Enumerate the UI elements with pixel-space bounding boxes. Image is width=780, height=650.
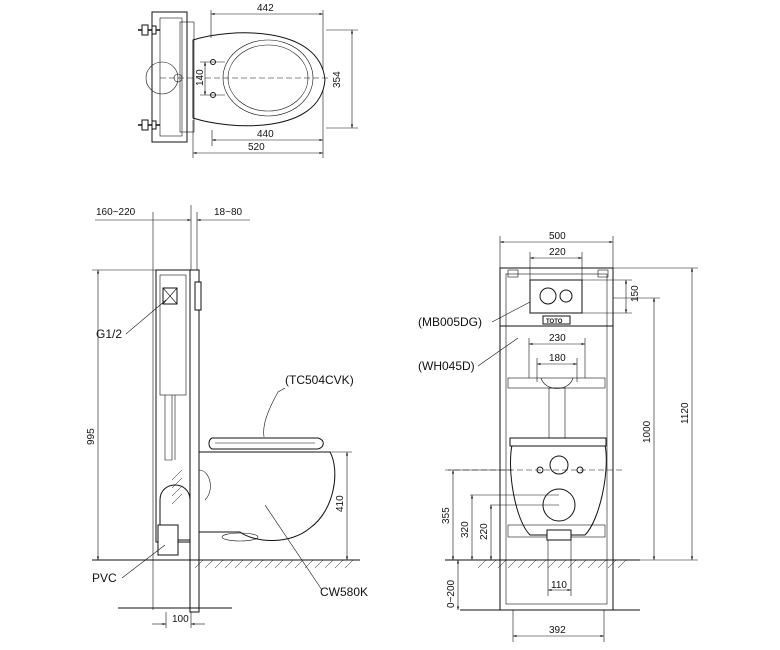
dim-442: 442 [257, 3, 274, 14]
side-pvc-pipe [157, 524, 179, 556]
front-bracket-right [597, 269, 609, 278]
dim-354: 354 [332, 71, 343, 88]
front-flush-pipe [548, 387, 566, 444]
side-bowl [198, 451, 336, 541]
dim-320: 320 [460, 521, 471, 538]
dim-150: 150 [630, 285, 641, 302]
side-flush-pipe [164, 395, 173, 461]
dim-140: 140 [195, 69, 206, 86]
dim-100: 100 [172, 614, 189, 625]
dim-1120: 1120 [680, 402, 691, 424]
dim-1000: 1000 [642, 420, 653, 443]
dim-160-220: 160~220 [96, 207, 136, 218]
label-mb005dg: (MB005DG) [418, 315, 482, 329]
front-floor-hatch [477, 559, 627, 569]
dim-0-200: 0~200 [446, 579, 457, 608]
side-drain-bend [159, 484, 191, 541]
front-button-left [539, 287, 557, 305]
top-wall-frame [151, 11, 188, 143]
label-cw580k: CW580K [320, 585, 368, 599]
side-bowl-foot [221, 532, 259, 542]
side-seat [208, 437, 324, 450]
dim-180: 180 [549, 353, 566, 364]
side-cistern [159, 274, 187, 396]
label-tc504cvk: (TC504CVK) [285, 373, 354, 387]
label-wh045d: (WH045D) [418, 359, 475, 373]
dim-995: 995 [86, 428, 97, 445]
front-frame-crossbar [507, 377, 606, 389]
side-bowl-outlet [198, 469, 211, 501]
top-mount-plate [179, 21, 195, 133]
side-flush-plate [194, 281, 202, 311]
label-pvc: PVC [92, 571, 117, 585]
side-floor-hatch [194, 559, 354, 569]
dim-500: 500 [549, 231, 566, 242]
front-bracket-left [507, 269, 519, 278]
dim-230: 230 [549, 333, 566, 344]
front-logo-text: TOTO [546, 319, 563, 325]
dim-520: 520 [248, 142, 265, 153]
top-view: 442 354 140 440 520 [138, 3, 358, 158]
dim-392: 392 [549, 625, 566, 636]
top-bolt-upper [138, 24, 160, 36]
side-wall-panel [189, 269, 200, 613]
front-seat [509, 437, 607, 447]
side-frame [155, 269, 191, 543]
label-g12: G1/2 [96, 327, 122, 341]
dim-110: 110 [551, 580, 567, 591]
dim-410: 410 [335, 495, 346, 512]
front-button-right [559, 289, 573, 303]
side-view: 160~220 18~80 [86, 205, 368, 628]
front-drain-foot [546, 529, 572, 541]
front-view: TOTO [418, 231, 698, 642]
front-bowl [510, 444, 607, 536]
dim-18-80: 18~80 [214, 207, 243, 218]
front-logo-badge [542, 315, 571, 325]
dim-355: 355 [441, 507, 452, 524]
front-flush-inlet [549, 455, 569, 475]
top-seat-outer [192, 32, 326, 127]
top-bolt-lower [138, 119, 160, 131]
top-wall-inner [159, 17, 183, 137]
dim-440: 440 [257, 129, 274, 140]
dim-220: 220 [549, 247, 566, 258]
dim-220-vertical: 220 [479, 523, 490, 540]
